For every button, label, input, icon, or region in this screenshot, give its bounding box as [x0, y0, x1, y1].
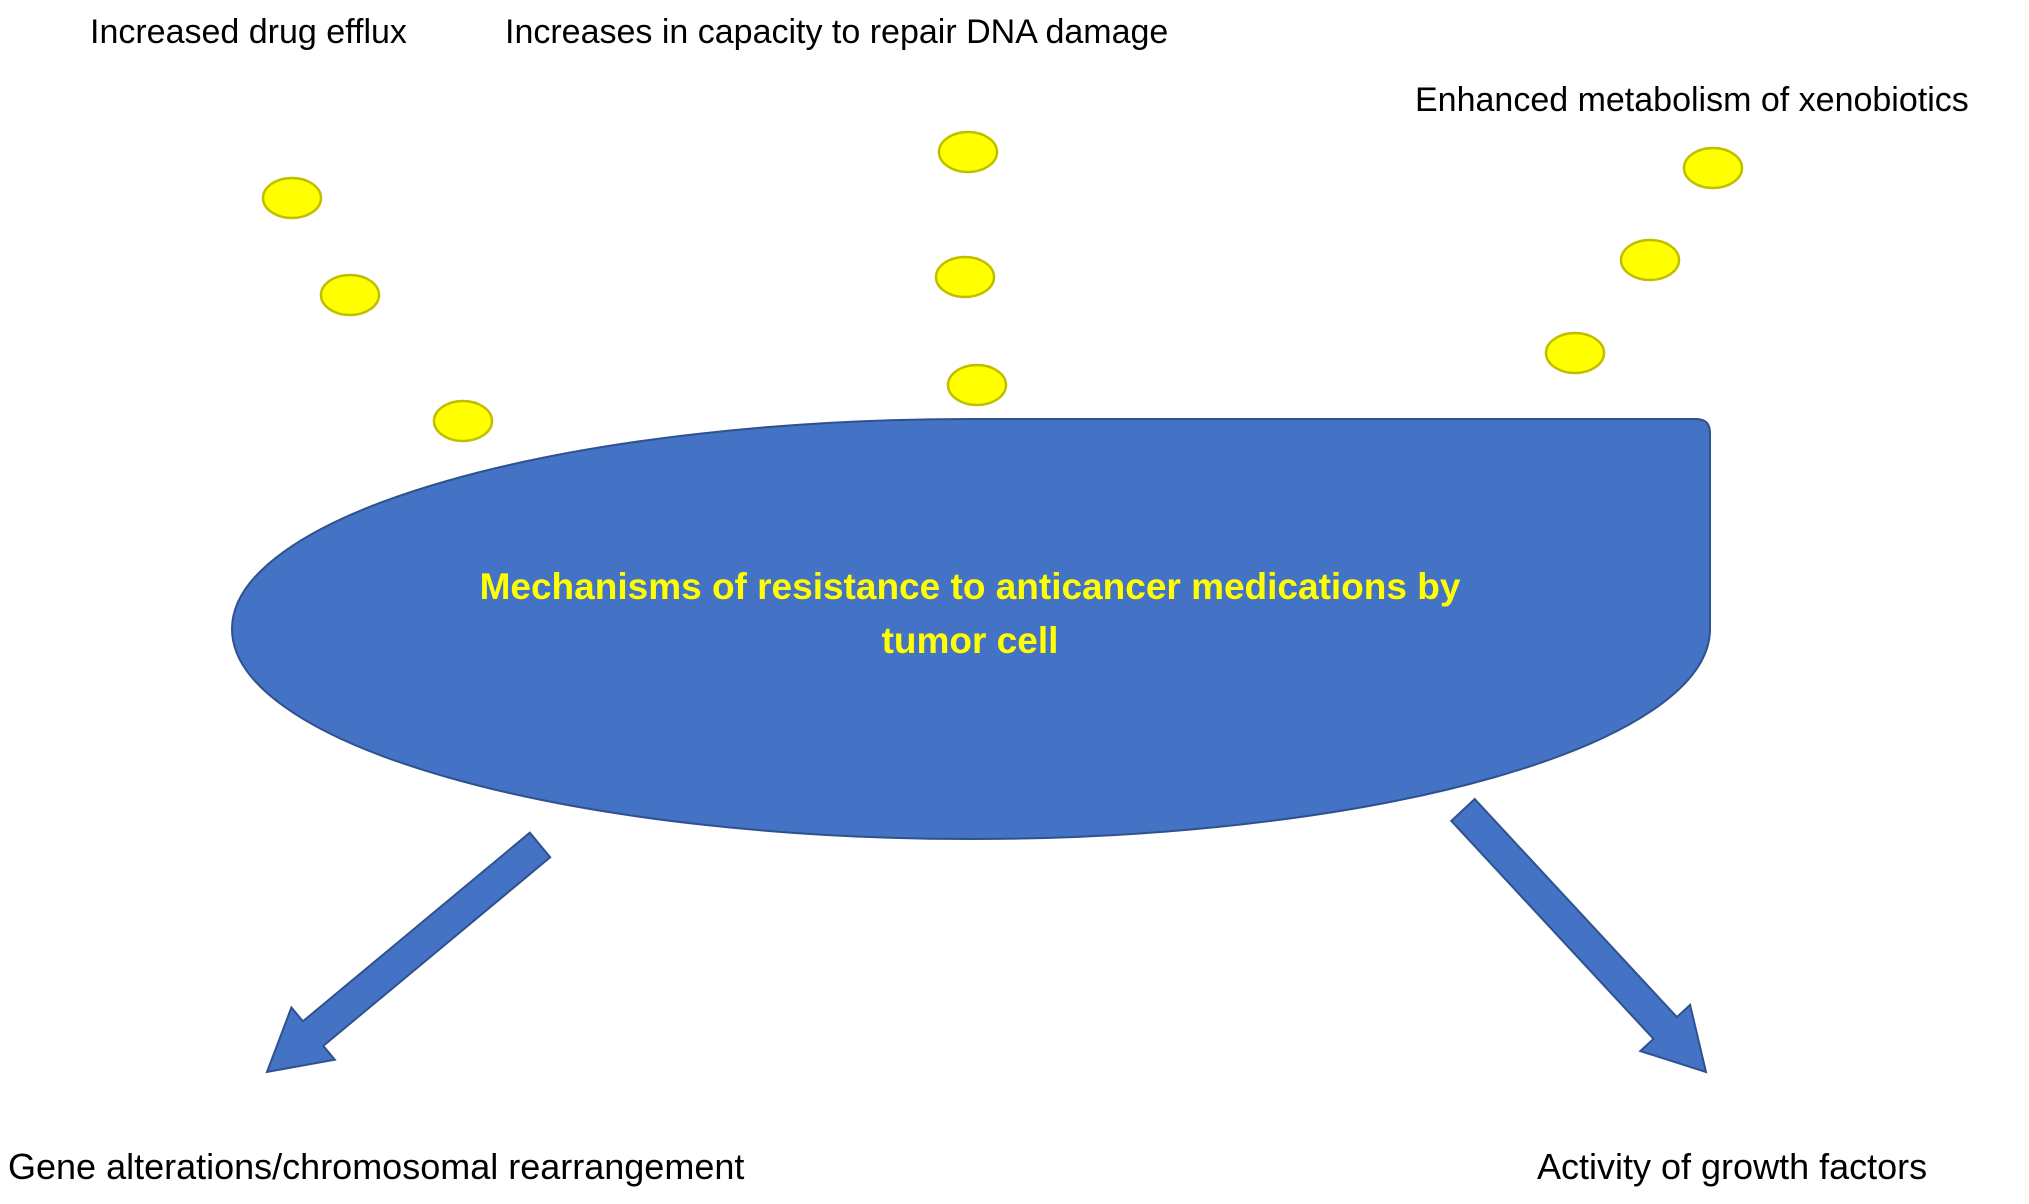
tumor-cell-caption: Mechanisms of resistance to anticancer m…	[440, 560, 1500, 668]
label-xenobiotic-metabolism: Enhanced metabolism of xenobiotics	[1415, 81, 1969, 119]
label-growth-factors: Activity of growth factors	[1537, 1146, 1928, 1187]
drug-dot-center-2	[934, 255, 996, 299]
drug-dot-center-1	[937, 130, 999, 174]
drug-dot-right-3	[1544, 331, 1606, 375]
arrow-down-left-icon	[265, 831, 552, 1074]
drug-dot-right-1	[1682, 146, 1744, 190]
label-increased-drug-efflux: Increased drug efflux	[90, 13, 407, 51]
drug-dot-left-2	[319, 273, 381, 317]
tumor-cell-caption-line1: Mechanisms of resistance to anticancer m…	[479, 566, 1461, 607]
tumor-cell-caption-line2: tumor cell	[881, 620, 1059, 661]
label-gene-alterations: Gene alterations/chromosomal rearrangeme…	[8, 1146, 745, 1187]
label-dna-damage-repair: Increases in capacity to repair DNA dama…	[505, 13, 1169, 51]
arrow-down-right-icon	[1449, 797, 1708, 1074]
drug-dot-left-1	[261, 176, 323, 220]
drug-dot-center-3	[946, 363, 1008, 407]
drug-dot-right-2	[1619, 238, 1681, 282]
drug-dot-left-3	[432, 399, 494, 443]
tumor-cell-shape	[230, 418, 1711, 841]
